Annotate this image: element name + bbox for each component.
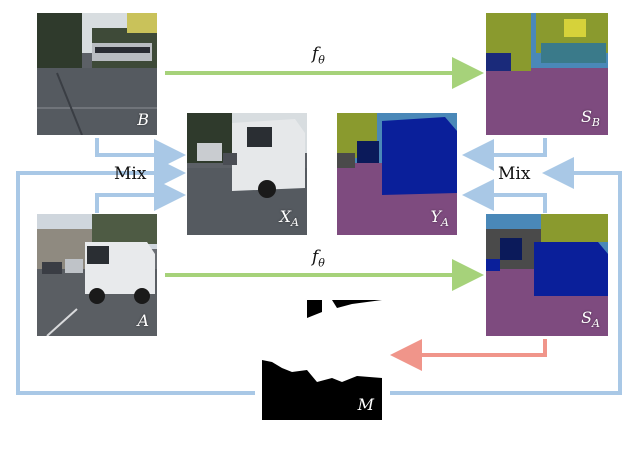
mask-loop-left-arrow <box>16 157 255 395</box>
panel-label-ya: Y <box>430 206 442 226</box>
mask-m: M <box>262 300 382 420</box>
panel-label-a: A <box>137 311 149 330</box>
panel-label-xa: X <box>279 206 292 226</box>
mix-left-label: Mix <box>114 164 147 184</box>
mix-right-bottom-arrow <box>462 179 547 213</box>
image-sa: SA <box>486 214 608 336</box>
panel-label-sb-sub: B <box>591 116 600 129</box>
panel-label-ya-sub: A <box>441 216 449 229</box>
mix-right-top-arrow <box>462 138 547 171</box>
panel-label-sb: S <box>580 106 592 126</box>
mix-left-bottom-arrow <box>95 179 186 213</box>
image-sb: SB <box>486 13 608 135</box>
f-theta-top-label: fθ <box>312 44 325 67</box>
panel-label-xa-sub: A <box>291 216 299 229</box>
image-a: A <box>37 214 157 336</box>
panel-label-m: M <box>357 395 374 414</box>
image-b: B <box>37 13 157 135</box>
panel-label-sa: S <box>581 307 593 327</box>
panel-label-sa-sub: A <box>592 317 600 330</box>
mix-left-top-arrow <box>95 138 186 171</box>
sa-to-mask-arrow <box>390 339 547 371</box>
image-ya: YA <box>337 113 457 235</box>
mix-right-label: Mix <box>498 164 531 184</box>
mask-loop-right-arrow <box>390 157 622 395</box>
image-xa: XA <box>187 113 307 235</box>
panel-label-b: B <box>137 110 149 129</box>
f-theta-bottom-label: fθ <box>312 247 325 270</box>
